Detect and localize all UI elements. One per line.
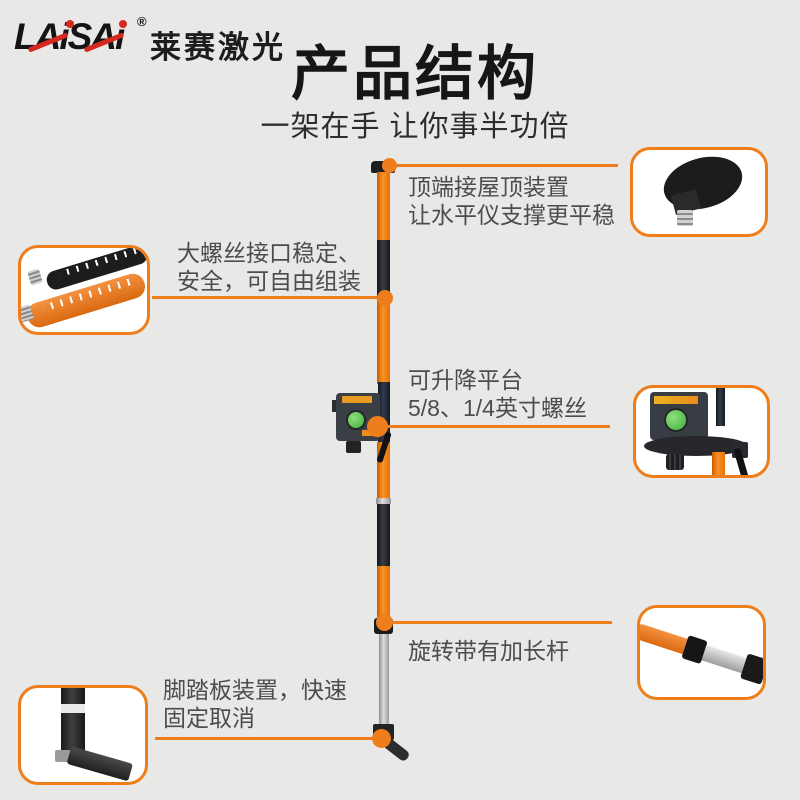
callout-line — [388, 621, 612, 624]
logo-red-dot-icon — [119, 20, 127, 28]
callout-line — [155, 737, 377, 740]
callout-dot — [372, 729, 391, 748]
knob-disc — [657, 150, 749, 218]
pedal-post-white-band — [61, 704, 85, 713]
callout-text-line: 可升降平台 — [408, 367, 523, 393]
bubble-level-icon — [666, 410, 686, 430]
pole-silver-section — [379, 634, 389, 726]
mini-device-stripe — [654, 396, 698, 404]
callout-text: 脚踏板装置，快速 固定取消 — [163, 676, 347, 732]
rod-orange-segment — [640, 622, 688, 655]
device-side-tab — [332, 400, 338, 412]
brand-name-cn: 莱赛激光 — [150, 30, 286, 65]
platform-knob — [666, 454, 684, 470]
callout-text-line: 让水平仪支撑更平稳 — [408, 202, 615, 228]
callout-text: 大螺丝接口稳定、 安全，可自由组装 — [177, 239, 361, 295]
callout-dot — [377, 290, 393, 306]
callout-dot — [367, 416, 388, 437]
pole-segment-black-1 — [377, 240, 390, 302]
pedal-plate — [66, 746, 134, 782]
callout-dot — [382, 158, 397, 173]
callout-image-lift-platform — [633, 385, 770, 478]
callout-image-pole-sections — [18, 245, 150, 335]
pole-segment-orange-1 — [377, 172, 390, 242]
registered-trademark: ® — [137, 14, 147, 29]
callout-text-line: 大螺丝接口稳定、 — [177, 240, 361, 266]
callout-image-foot-pedal — [18, 685, 148, 785]
callout-text: 顶端接屋顶装置 让水平仪支撑更平稳 — [408, 173, 615, 229]
knob-threaded-screw — [677, 210, 693, 226]
platform-ring — [644, 436, 748, 456]
pole-segment-orange-4 — [377, 566, 390, 620]
callout-line — [152, 296, 382, 299]
page-title: 产品结构 — [290, 41, 539, 107]
callout-line — [382, 425, 610, 428]
logo-red-dot-icon — [66, 20, 74, 28]
callout-text-line: 旋转带有加长杆 — [408, 638, 569, 664]
callout-text: 旋转带有加长杆 — [408, 637, 569, 665]
mini-pole-dark — [716, 388, 725, 426]
callout-text-line: 脚踏板装置，快速 — [163, 677, 347, 703]
callout-image-extension-rod — [637, 605, 766, 700]
device-mount-knob — [346, 441, 361, 453]
callout-text-line: 顶端接屋顶装置 — [408, 174, 569, 200]
callout-dot — [376, 614, 393, 631]
rod-silver-segment — [701, 645, 747, 674]
callout-text-line: 安全，可自由组装 — [177, 268, 361, 294]
page-subtitle: 一架在手 让你事半功倍 — [260, 111, 570, 143]
pole-segment-black-3 — [377, 504, 390, 566]
pole-ruler-marks — [58, 248, 143, 278]
callout-text: 可升降平台 5/8、1/4英寸螺丝 — [408, 366, 587, 422]
threaded-tip — [27, 268, 43, 286]
bubble-level-icon — [348, 412, 364, 428]
mini-pole-orange — [712, 452, 725, 475]
callout-text-line: 5/8、1/4英寸螺丝 — [408, 395, 587, 421]
pole-segment-orange-2 — [377, 300, 390, 384]
pole-joint-ring — [376, 498, 391, 504]
pedal-post — [61, 688, 85, 754]
device-top-stripe — [342, 396, 372, 403]
extension-rod-photo — [640, 616, 763, 691]
callout-text-line: 固定取消 — [163, 705, 255, 731]
device-orange-chip — [362, 430, 374, 436]
callout-line — [392, 164, 618, 167]
callout-image-ceiling-knob — [630, 147, 768, 237]
